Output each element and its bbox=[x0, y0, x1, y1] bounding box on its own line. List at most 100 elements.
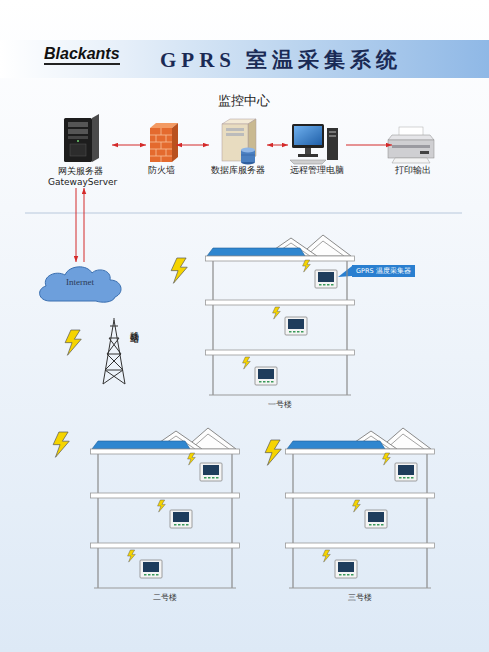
remote-pc-icon bbox=[329, 131, 336, 133]
temperature-collector bbox=[347, 574, 350, 576]
tower-symbol bbox=[114, 318, 115, 320]
temperature-collector bbox=[288, 319, 304, 329]
node-label: 一号楼 bbox=[205, 400, 355, 410]
temperature-collector bbox=[301, 331, 304, 333]
gateway-server-icon bbox=[68, 129, 88, 134]
lightning-bolt bbox=[158, 500, 166, 512]
temperature-collector bbox=[216, 477, 219, 479]
temperature-collector bbox=[200, 463, 222, 481]
temperature-collector bbox=[259, 381, 262, 383]
temperature-collector bbox=[258, 369, 274, 379]
brand-logo: Blackants bbox=[44, 45, 120, 65]
node-label: 数据库服务器 bbox=[209, 165, 267, 176]
lightning-bolt bbox=[65, 330, 81, 355]
printer: 打印输出 bbox=[392, 126, 434, 176]
floor-slab bbox=[206, 256, 355, 261]
tower-symbol bbox=[103, 370, 123, 384]
temperature-collector bbox=[398, 465, 414, 475]
temperature-collector bbox=[212, 477, 215, 479]
roof-slab bbox=[207, 248, 305, 256]
temperature-collector bbox=[204, 477, 207, 479]
temperature-collector bbox=[255, 367, 277, 385]
floor-slab bbox=[206, 300, 355, 305]
remote-pc-icon bbox=[292, 124, 324, 148]
temperature-collector bbox=[182, 524, 185, 526]
temperature-collector bbox=[148, 574, 151, 576]
callout-tag: GPRS 温度采集器 bbox=[352, 265, 415, 277]
floor-slab bbox=[91, 493, 240, 498]
floor-slab bbox=[206, 350, 355, 355]
gateway-server-icon bbox=[64, 114, 99, 162]
roof-slab bbox=[287, 441, 385, 449]
database-server: 数据库服务器 bbox=[209, 118, 267, 176]
roof-slab bbox=[92, 441, 190, 449]
separator-line bbox=[25, 213, 462, 214]
building-outline bbox=[285, 425, 435, 591]
temperature-collector bbox=[377, 524, 380, 526]
temperature-collector bbox=[143, 562, 159, 572]
printer-icon bbox=[392, 145, 430, 148]
lightning-bolt bbox=[243, 357, 251, 369]
floor-slab bbox=[286, 543, 435, 548]
remote-pc-icon bbox=[298, 154, 318, 157]
ground-line bbox=[289, 588, 431, 589]
floor-slab bbox=[91, 543, 240, 548]
tower-symbol bbox=[105, 370, 125, 384]
building-wall bbox=[292, 453, 293, 588]
group-heading: 监控中心 bbox=[218, 92, 270, 110]
building-wall bbox=[231, 453, 232, 588]
firewall-icon bbox=[161, 128, 162, 135]
temperature-collector bbox=[407, 477, 410, 479]
internet-cloud: Internet bbox=[35, 262, 125, 304]
remote-pc: 远程管理电脑 bbox=[288, 122, 346, 176]
temperature-collector bbox=[173, 512, 189, 522]
title: GPRS 室温采集系统 bbox=[160, 46, 402, 74]
temperature-collector bbox=[203, 465, 219, 475]
ground-line bbox=[94, 588, 236, 589]
gateway-server-icon bbox=[77, 140, 79, 142]
building-outline bbox=[205, 232, 355, 398]
lightning-bolt bbox=[128, 550, 136, 562]
firewall-icon bbox=[150, 128, 172, 162]
building-wall bbox=[346, 260, 347, 395]
node-label: 移动基站 bbox=[129, 324, 140, 328]
temperature-collector bbox=[208, 477, 211, 479]
firewall-icon bbox=[166, 149, 167, 156]
database-server-icon bbox=[241, 148, 255, 153]
temperature-collector bbox=[178, 524, 181, 526]
temperature-collector bbox=[289, 331, 292, 333]
gateway-server-icon bbox=[68, 136, 88, 139]
tower-symbol bbox=[105, 370, 123, 371]
temperature-collector bbox=[315, 270, 337, 288]
node-label: Internet bbox=[35, 277, 125, 288]
temperature-collector bbox=[395, 463, 417, 481]
arrow-connector bbox=[346, 145, 392, 146]
database-server-icon bbox=[222, 119, 256, 165]
node-label: 打印输出 bbox=[392, 165, 434, 176]
temperature-collector bbox=[365, 510, 387, 528]
arrow-connector bbox=[112, 145, 146, 146]
tower-symbol bbox=[103, 318, 125, 384]
temperature-collector bbox=[152, 574, 155, 576]
temperature-collector bbox=[399, 477, 402, 479]
firewall-icon bbox=[161, 156, 162, 162]
temperature-collector bbox=[271, 381, 274, 383]
printer-icon bbox=[392, 158, 430, 163]
floor-slab bbox=[286, 493, 435, 498]
firewall-icon bbox=[150, 128, 172, 162]
temperature-collector bbox=[319, 284, 322, 286]
temperature-collector bbox=[339, 574, 342, 576]
node-label: 三号楼 bbox=[285, 593, 435, 603]
callout-pointer bbox=[338, 266, 352, 277]
tower-symbol bbox=[110, 326, 118, 327]
database-server-icon bbox=[241, 155, 255, 156]
temperature-collector bbox=[156, 574, 159, 576]
gateway-server-icon bbox=[92, 114, 99, 162]
firewall-icon bbox=[150, 123, 178, 162]
printer-icon bbox=[388, 135, 434, 140]
temperature-collector bbox=[263, 381, 266, 383]
remote-pc-icon bbox=[305, 148, 311, 154]
tower-symbol bbox=[107, 354, 121, 355]
firewall-icon bbox=[156, 135, 157, 142]
